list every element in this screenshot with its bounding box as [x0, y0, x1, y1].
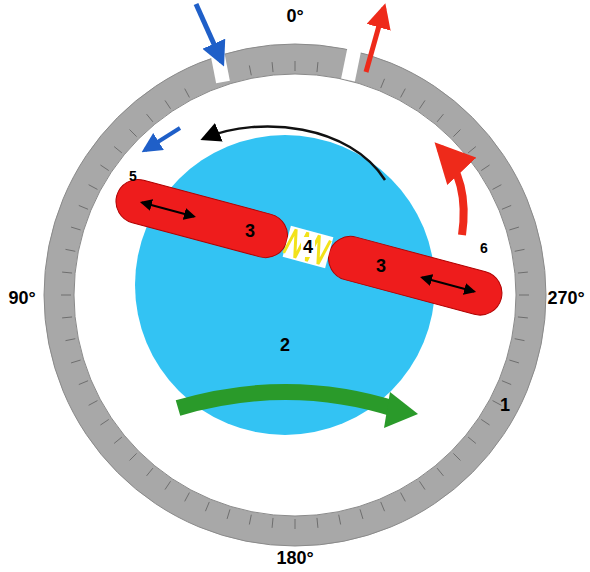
- suction-arrow: [145, 128, 180, 150]
- inlet-arrow: [196, 4, 222, 62]
- vane: [324, 231, 507, 320]
- rotation-arrow: [205, 126, 385, 180]
- outlet-arrow: [366, 8, 384, 72]
- angle-label: 270°: [547, 289, 584, 307]
- flow-arrow: [384, 392, 418, 428]
- callout-number: 3: [376, 257, 386, 275]
- stator-ring: [59, 59, 531, 531]
- compression-arrow: [440, 148, 464, 235]
- angle-label: 0°: [286, 7, 303, 25]
- spring: [283, 228, 331, 266]
- angle-label: 90°: [8, 289, 35, 307]
- angle-label: 180°: [276, 549, 313, 567]
- callout-number: 1: [500, 396, 510, 414]
- callout-number: 3: [245, 222, 255, 240]
- callout-number: 6: [480, 241, 488, 255]
- outlet-port: [348, 36, 357, 80]
- callout-number: 2: [280, 336, 290, 354]
- callout-number: 5: [129, 169, 137, 183]
- callout-number: 4: [301, 237, 315, 257]
- vane: [111, 175, 292, 263]
